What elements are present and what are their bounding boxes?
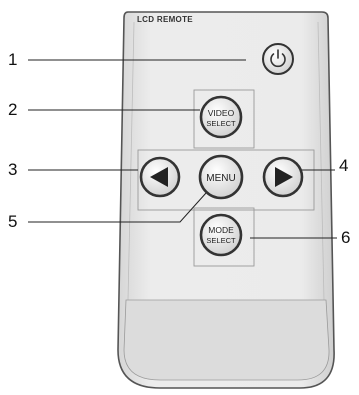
- button-frame-middle: [137, 149, 315, 211]
- callout-number-2: 2: [8, 100, 18, 119]
- mode-select-line2: SELECT: [206, 236, 236, 245]
- left-arrow-button[interactable]: [139, 156, 181, 198]
- right-arrow-button[interactable]: [262, 156, 304, 198]
- callout-lines: [28, 59, 337, 239]
- video-select-line1: VIDEO: [208, 108, 235, 118]
- menu-label: MENU: [206, 173, 235, 184]
- remote-face-edge: [127, 21, 325, 301]
- brand-label: LCD REMOTE: [137, 15, 193, 24]
- right-arrow-icon: [275, 167, 293, 187]
- callout-number-3: 3: [8, 160, 18, 179]
- video-select-button[interactable]: VIDEO SELECT: [199, 95, 243, 139]
- power-icon: [270, 49, 286, 68]
- callout-line-5: [28, 192, 207, 223]
- button-frame-bottom: [193, 207, 255, 267]
- callout-number-6: 6: [341, 228, 351, 247]
- callout-number-5: 5: [8, 212, 18, 231]
- remote-lower-panel: [123, 299, 330, 381]
- menu-button[interactable]: MENU: [198, 154, 244, 200]
- callout-number-4: 4: [339, 156, 349, 175]
- power-button[interactable]: [262, 43, 294, 75]
- callout-number-1: 1: [8, 50, 18, 69]
- mode-select-button[interactable]: MODE SELECT: [199, 213, 243, 257]
- remote-body: [117, 11, 335, 389]
- button-frame-top: [193, 89, 255, 149]
- mode-select-line1: MODE: [208, 225, 234, 235]
- video-select-line2: SELECT: [206, 119, 236, 128]
- left-arrow-icon: [150, 167, 168, 187]
